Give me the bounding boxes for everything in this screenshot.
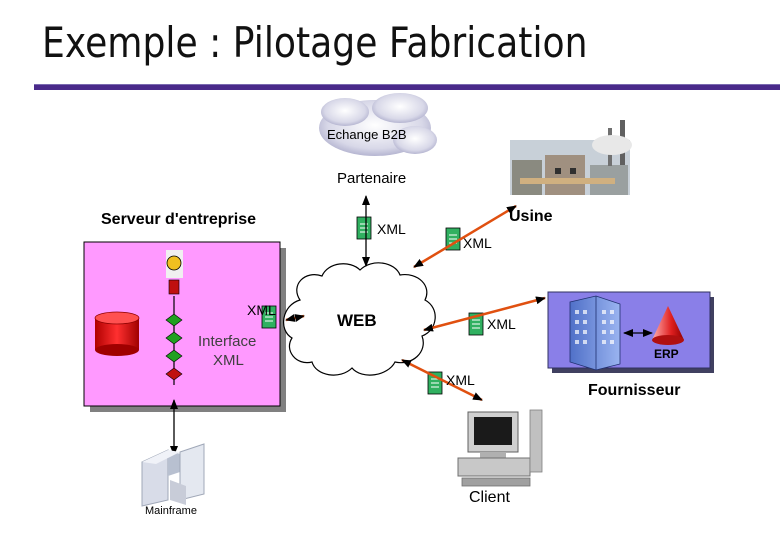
building-icon <box>569 295 621 371</box>
interface-label: Interface <box>198 333 257 350</box>
database-icon <box>94 311 140 356</box>
web-label: WEB <box>337 311 377 330</box>
erp-label: ERP <box>654 347 679 361</box>
mainframe-label: Mainframe <box>145 505 197 517</box>
factory-icon <box>510 120 632 195</box>
xml-label-client: XML <box>446 372 475 388</box>
mainframe-icon <box>141 443 205 507</box>
orange-arrows <box>285 204 546 402</box>
partenaire-label: Partenaire <box>337 170 407 187</box>
serveur-label: Serveur d'entreprise <box>101 211 256 228</box>
node-icons <box>165 313 183 381</box>
client-computer-icon <box>455 409 543 490</box>
b2b-label: Echange B2B <box>327 127 407 142</box>
black-arrows <box>170 195 653 456</box>
web-cloud <box>283 262 436 376</box>
xml-label-fournisseur: XML <box>487 316 516 332</box>
erp-cone-icon <box>652 306 684 345</box>
xml-label-partenaire: XML <box>377 221 406 237</box>
usine-label: Usine <box>509 208 553 225</box>
b2b-cloud-icon <box>319 93 437 156</box>
user-icon <box>166 250 183 295</box>
xml-label-usine: XML <box>463 235 492 251</box>
title-underline <box>34 84 780 90</box>
xml-doc-icon <box>356 216 372 240</box>
client-label: Client <box>469 489 510 506</box>
interface-xml-label: XML <box>213 352 244 369</box>
slide-title: Exemple : Pilotage Fabrication <box>42 18 588 67</box>
xml-label-server: XML <box>247 302 276 318</box>
xml-doc-icon <box>261 305 277 329</box>
fournisseur-label: Fournisseur <box>588 382 681 399</box>
